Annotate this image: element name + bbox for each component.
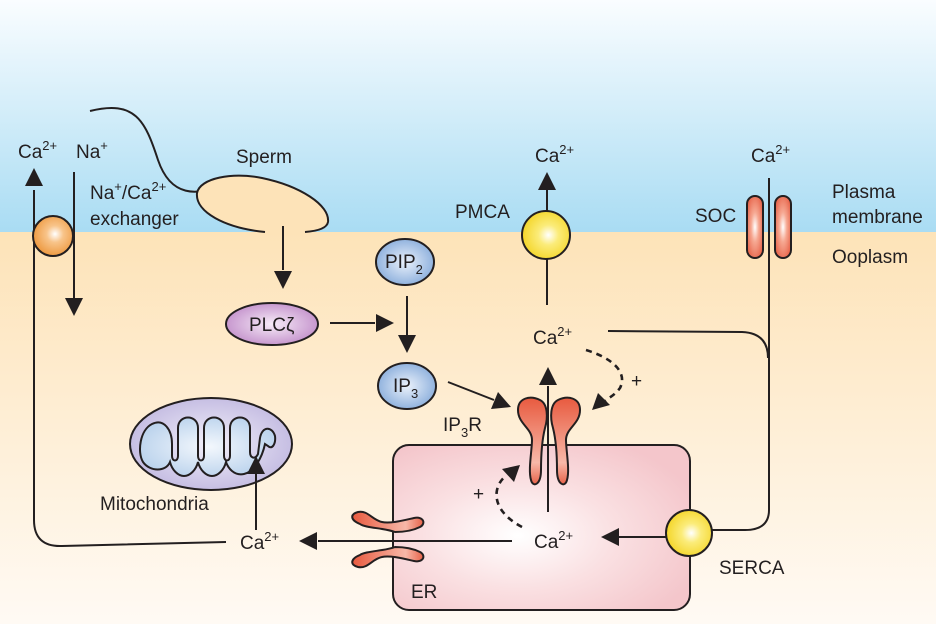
extracellular-space xyxy=(0,0,936,232)
sperm-head xyxy=(195,174,330,233)
ca-efflux-path xyxy=(33,190,227,548)
ip3-node xyxy=(377,362,437,410)
soc-channel xyxy=(607,178,792,531)
pmca-arrowhead xyxy=(538,172,556,190)
pip2-node xyxy=(375,238,435,286)
plc-to-pip2-arrowhead xyxy=(376,314,394,332)
membrane-label: membrane xyxy=(832,207,923,228)
mitochondria-label: Mitochondria xyxy=(100,494,209,515)
plc-zeta-node xyxy=(225,302,319,346)
exchanger-icon xyxy=(32,215,74,257)
soc-subunit-left xyxy=(746,195,764,259)
ip3r-subunit-left xyxy=(516,396,548,486)
ca-to-mito-arrowhead xyxy=(247,456,265,474)
mitochondria xyxy=(129,397,293,530)
sperm-to-plc-arrowhead xyxy=(274,271,292,289)
exchanger-name-line2: exchanger xyxy=(90,209,179,230)
er-leak-arrowhead xyxy=(299,532,317,550)
ip3-to-ip3r-arrow xyxy=(447,381,495,401)
sperm-label: Sperm xyxy=(236,147,292,168)
exchanger-na-label: Na+ xyxy=(76,138,108,163)
cytosolic-plus-sign: + xyxy=(631,371,642,392)
pmca-icon xyxy=(521,210,571,260)
pmca-ca-label: Ca2+ xyxy=(535,142,574,167)
mito-ca-label: Ca2+ xyxy=(240,529,279,554)
ip3-label: IP3 xyxy=(393,376,418,401)
er-leak-subunit-bottom xyxy=(351,545,425,569)
cyto-ca-feedback-arrow xyxy=(585,348,624,403)
sperm xyxy=(89,107,330,289)
ip3-to-ip3r-arrowhead xyxy=(491,392,511,409)
er-ca-feedback-arrow xyxy=(495,474,523,529)
er-ca-feedback-arrowhead xyxy=(502,465,520,482)
serca-label: SERCA xyxy=(719,558,785,579)
plasma-label: Plasma xyxy=(832,182,896,203)
pmca-label: PMCA xyxy=(455,202,510,223)
ooplasm-label: Ooplasm xyxy=(832,247,908,268)
cyto-ca-to-soc-line xyxy=(607,330,769,359)
cytosolic-ca-label: Ca2+ xyxy=(533,324,572,349)
ip3r-channel xyxy=(516,367,582,512)
er-label: ER xyxy=(411,582,437,603)
soc-ca-label: Ca2+ xyxy=(751,142,790,167)
pip2-to-ip3-arrowhead xyxy=(398,335,416,353)
na-ca-exchanger xyxy=(25,168,227,548)
er-leak-subunit-top xyxy=(351,510,425,534)
soc-subunit-right xyxy=(774,195,792,259)
exchanger-ca-label: Ca2+ xyxy=(18,138,57,163)
ip3r-label: IP3R xyxy=(443,415,482,440)
soc-to-serca-path xyxy=(712,178,770,531)
er-plus-sign: + xyxy=(473,484,484,505)
pip2-label: PIP2 xyxy=(385,252,423,277)
na-influx-arrowhead xyxy=(65,298,83,316)
ip3r-subunit-right xyxy=(550,396,582,486)
er-ca-release-arrowhead xyxy=(539,367,557,385)
soc-label: SOC xyxy=(695,206,736,227)
ca-efflux-arrowhead xyxy=(25,168,43,186)
pmca-pump xyxy=(521,172,571,305)
er-ca-label: Ca2+ xyxy=(534,528,573,553)
serca-icon xyxy=(665,509,713,557)
serca-uptake-arrowhead xyxy=(601,528,619,546)
er-leak-channel xyxy=(299,510,512,569)
exchanger-name-line1: Na+/Ca2+ xyxy=(90,179,166,204)
cyto-ca-feedback-arrowhead xyxy=(592,393,610,410)
plc-zeta-label: PLCζ xyxy=(249,315,295,336)
